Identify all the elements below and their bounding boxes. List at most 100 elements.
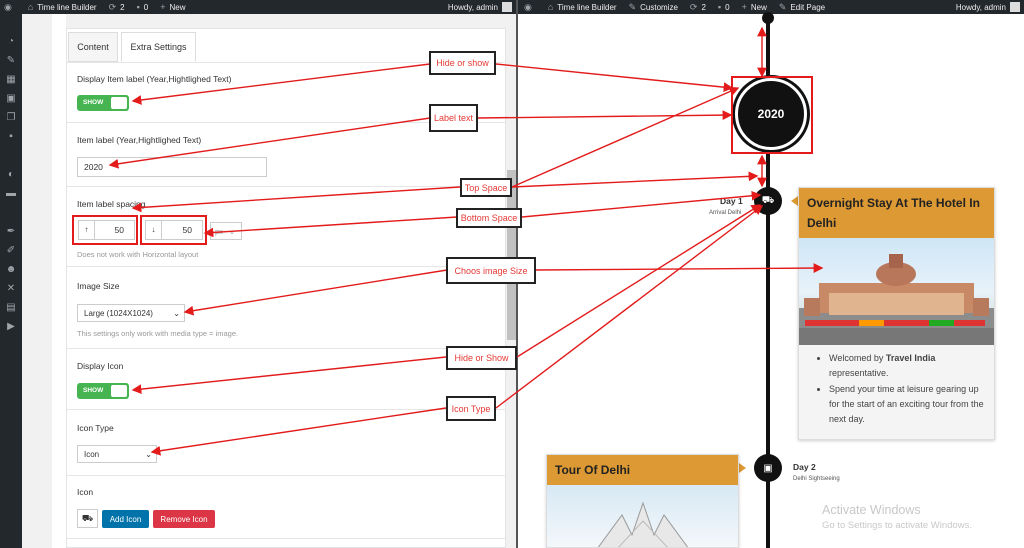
page-icon[interactable]: ▣: [6, 93, 16, 104]
day1-label: Day 1: [720, 196, 743, 206]
camera-icon: ▣: [763, 462, 773, 474]
icon-type-select[interactable]: Icon⌄: [77, 445, 157, 463]
annotation-label-text: Label text: [429, 104, 478, 132]
updates-link[interactable]: ⟳2: [108, 1, 125, 12]
remove-icon-button[interactable]: Remove Icon: [153, 510, 215, 528]
panel-scrollbar[interactable]: [507, 170, 516, 340]
avatar: [502, 2, 512, 12]
toggle-knob: [111, 385, 127, 397]
item-label-input[interactable]: 2020: [77, 157, 267, 177]
toggle-knob: [111, 97, 127, 109]
edit-page-link[interactable]: ✎Edit Page: [778, 1, 826, 12]
image-size-hint: This settings only work with media type …: [77, 329, 239, 338]
settings-icon[interactable]: ▤: [6, 302, 16, 313]
year-label: 2020: [735, 78, 807, 150]
display-label-toggle[interactable]: SHOW: [77, 95, 129, 111]
divider: [67, 348, 505, 349]
add-icon-button[interactable]: Add Icon: [102, 510, 149, 528]
divider: [67, 266, 505, 267]
top-space-highlight-box: [72, 215, 138, 245]
wrench-icon[interactable]: ✕: [6, 283, 16, 294]
card-title: Tour Of Delhi: [547, 455, 738, 485]
watermark-title: Activate Windows: [822, 503, 921, 517]
site-name-link[interactable]: ⌂Time line Builder: [27, 2, 97, 12]
comments-link[interactable]: ▪0: [717, 2, 730, 12]
divider: [67, 186, 505, 187]
day2-label: Day 2: [793, 462, 816, 472]
copy-icon[interactable]: ❐: [6, 112, 16, 123]
comment-icon: ▪: [717, 2, 722, 12]
tab-extra-settings[interactable]: Extra Settings: [121, 32, 196, 62]
folder-icon[interactable]: ▬: [6, 188, 16, 199]
comment-icon[interactable]: ▪: [9, 131, 13, 142]
avatar: [1010, 2, 1020, 12]
temple-illustration: [597, 501, 689, 547]
admin-side-menu: ◔ ✎ ▦ ▣ ❐ ▪ ◐ ▬ ✒ ✐ ☻ ✕ ▤ ▶: [0, 14, 22, 548]
brush-icon[interactable]: ✐: [6, 245, 16, 256]
pin-icon[interactable]: ✎: [6, 55, 16, 66]
new-link[interactable]: +New: [160, 2, 186, 12]
card-title: Overnight Stay At The Hotel In Delhi: [799, 188, 994, 238]
annotation-hide-show-label: Hide or show: [429, 51, 496, 75]
wp-logo-icon[interactable]: ◉: [4, 1, 12, 12]
tools-icon[interactable]: ✒: [6, 226, 16, 237]
tab-content[interactable]: Content: [68, 32, 118, 62]
display-icon-heading: Display Icon: [77, 361, 124, 371]
new-link[interactable]: +New: [741, 2, 767, 12]
comments-link[interactable]: ▪0: [136, 2, 149, 12]
divider: [67, 538, 505, 539]
day2-sublabel: Delhi Sightseeing: [793, 476, 840, 482]
icon-heading: Icon: [77, 487, 94, 497]
item-label-heading: Item label (Year,Hightlighed Text): [77, 135, 202, 145]
updates-link[interactable]: ⟳2: [689, 1, 706, 12]
brush-icon: ✎: [628, 1, 637, 12]
dashboard-icon[interactable]: ◔: [7, 36, 15, 47]
building-illustration: [799, 254, 994, 345]
display-icon-toggle[interactable]: SHOW: [77, 383, 129, 399]
card-image-india-gate: [799, 238, 994, 345]
tab-divider: [67, 62, 505, 63]
day2-icon-circle: ▣: [754, 454, 782, 482]
media-icon[interactable]: ▦: [6, 74, 16, 85]
account-menu[interactable]: Howdy, admin: [448, 0, 512, 14]
list-item: Spend your time at leisure gearing up fo…: [829, 382, 984, 427]
image-size-select[interactable]: Large (1024X1024)⌄: [77, 304, 185, 322]
spacing-hint: Does not work with Horizontal layout: [77, 250, 199, 259]
car-icon: ⛟: [761, 194, 775, 206]
watermark-subtitle: Go to Settings to activate Windows.: [822, 520, 972, 531]
icon-type-heading: Icon Type: [77, 423, 114, 433]
site-name-link[interactable]: ⌂Time line Builder: [547, 2, 617, 12]
plugin-badge-icon[interactable]: ◐: [7, 169, 15, 180]
timeline-start-dot: [762, 12, 774, 24]
chevron-down-icon: ⌄: [173, 308, 180, 318]
pencil-icon: ✎: [778, 1, 787, 12]
divider: [67, 409, 505, 410]
arrow-down-icon: ↓: [146, 221, 162, 239]
comment-icon: ▪: [136, 2, 140, 12]
car-icon: ⛟: [81, 512, 94, 523]
bottom-space-input[interactable]: ↓ 50: [145, 220, 203, 240]
home-icon: ⌂: [27, 2, 34, 12]
home-icon: ⌂: [547, 2, 554, 12]
users-icon[interactable]: ☻: [5, 264, 17, 275]
wp-logo-icon[interactable]: ◉: [524, 1, 532, 12]
timeline-card-day2: Tour Of Delhi: [546, 454, 739, 548]
panel-gutter: [52, 14, 66, 548]
customize-link[interactable]: ✎Customize: [628, 1, 678, 12]
timeline-line: [766, 14, 770, 548]
chevron-down-icon: ⌄: [145, 449, 152, 459]
plus-icon: +: [741, 2, 747, 12]
refresh-icon: ⟳: [689, 1, 698, 12]
left-admin-bar: ◉ ⌂Time line Builder ⟳2 ▪0 +New Howdy, a…: [0, 0, 516, 14]
card-pointer: [791, 196, 798, 206]
annotation-image-size: Choos image Size: [446, 257, 536, 284]
card-image-lotus-temple: [547, 485, 738, 547]
refresh-icon: ⟳: [108, 1, 117, 12]
icon-preview: ⛟: [77, 509, 98, 528]
top-space-input[interactable]: ↑ 50: [78, 220, 135, 240]
annotation-hide-show-icon: Hide or Show: [446, 346, 517, 370]
account-menu[interactable]: Howdy, admin: [956, 0, 1020, 14]
card-pointer: [739, 463, 746, 473]
play-icon[interactable]: ▶: [7, 321, 15, 332]
